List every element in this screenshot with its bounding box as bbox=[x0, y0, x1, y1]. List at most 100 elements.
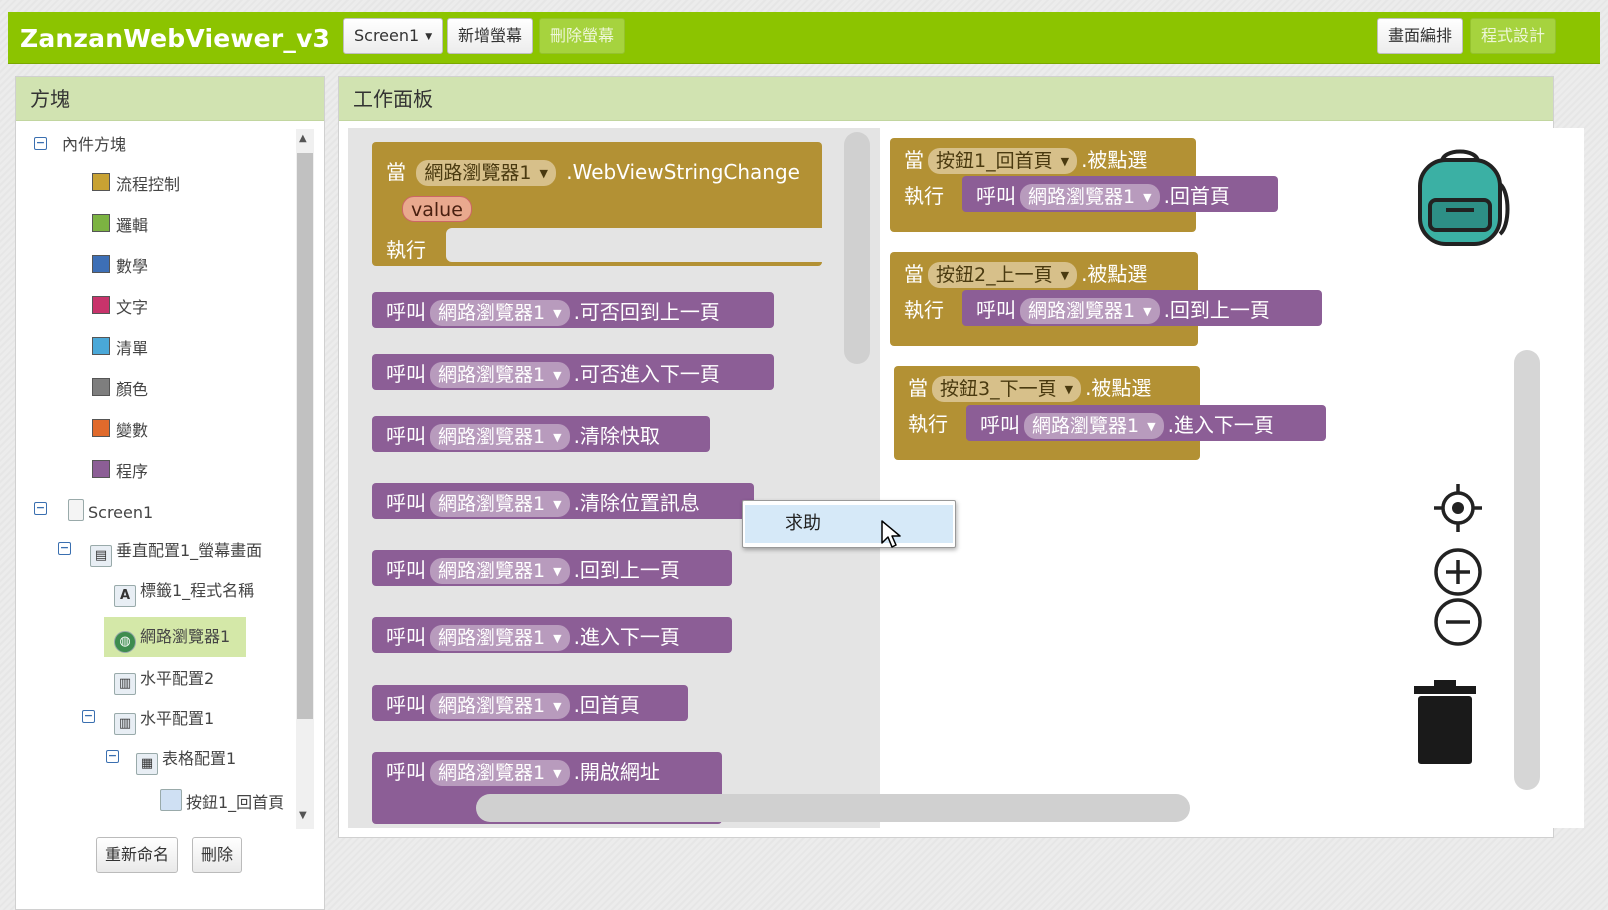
screen-select[interactable]: Screen1▼ bbox=[343, 18, 444, 54]
method-name: .進入下一頁 bbox=[1167, 413, 1274, 437]
method-call-block[interactable]: 呼叫網路瀏覽器1▼.回到上一頁 bbox=[962, 290, 1322, 326]
component-dropdown[interactable]: 網路瀏覽器1▼ bbox=[430, 424, 570, 450]
horizontal-arrangement-icon: ▥ bbox=[114, 713, 136, 735]
param-value[interactable]: value bbox=[402, 196, 472, 222]
app-title: ZanzanWebViewer_v3 bbox=[20, 24, 331, 53]
component-dropdown[interactable]: 網路瀏覽器1▼ bbox=[430, 760, 570, 786]
component-name: 網路瀏覽器1 bbox=[438, 302, 546, 324]
blocks-workspace[interactable]: 當 網路瀏覽器1▼ .WebViewStringChange value 執行 … bbox=[348, 128, 1584, 828]
zoom-out-icon[interactable] bbox=[1432, 596, 1484, 648]
delete-button[interactable]: 刪除 bbox=[192, 837, 243, 873]
method-name: .可否進入下一頁 bbox=[573, 362, 720, 386]
collapse-icon[interactable]: − bbox=[58, 541, 71, 555]
category-math[interactable]: 數學 bbox=[92, 255, 148, 279]
button-name: 按鈕1_回首頁 bbox=[936, 150, 1053, 172]
component-name: 網路瀏覽器1 bbox=[438, 426, 546, 448]
collapse-icon[interactable]: − bbox=[34, 501, 47, 515]
workspace-hscrollbar[interactable] bbox=[476, 794, 1190, 822]
builtin-blocks-label[interactable]: 內件方塊 bbox=[62, 135, 127, 154]
tree-vertical-arrangement[interactable]: ▤垂直配置1_螢幕畫面 bbox=[90, 539, 262, 567]
component-dropdown[interactable]: 網路瀏覽器1▼ bbox=[430, 362, 570, 388]
button-dropdown[interactable]: 按鈕1_回首頁▼ bbox=[928, 148, 1078, 174]
tree-label: 水平配置2 bbox=[140, 669, 215, 688]
tree-button1[interactable]: 按鈕1_回首頁 bbox=[160, 789, 284, 813]
method-call-block[interactable]: 呼叫網路瀏覽器1▼.清除快取 bbox=[372, 416, 710, 452]
category-logic[interactable]: 邏輯 bbox=[92, 214, 148, 238]
category-label: 清單 bbox=[116, 339, 149, 358]
mouse-cursor-icon bbox=[881, 520, 901, 548]
remove-screen-button[interactable]: 刪除螢幕 bbox=[539, 18, 626, 54]
tree-label: Screen1 bbox=[88, 503, 154, 522]
component-dropdown[interactable]: 網路瀏覽器1▼ bbox=[1024, 413, 1164, 439]
scroll-down-icon[interactable]: ▼ bbox=[299, 810, 307, 821]
tree-label: 水平配置1 bbox=[140, 709, 215, 728]
method-call-block[interactable]: 呼叫網路瀏覽器1▼.回首頁 bbox=[962, 176, 1278, 212]
do-label: 執行 bbox=[908, 412, 948, 436]
component-name: 網路瀏覽器1 bbox=[438, 560, 546, 582]
flyout-scrollbar[interactable] bbox=[844, 132, 870, 364]
category-colors[interactable]: 顏色 bbox=[92, 378, 148, 402]
category-lists[interactable]: 清單 bbox=[92, 337, 148, 361]
category-variables[interactable]: 變數 bbox=[92, 419, 148, 443]
method-call-block[interactable]: 呼叫網路瀏覽器1▼.可否進入下一頁 bbox=[372, 354, 774, 390]
method-call-block[interactable]: 呼叫網路瀏覽器1▼.清除位置訊息 bbox=[372, 483, 754, 519]
method-name: .回首頁 bbox=[1163, 184, 1230, 208]
call-label: 呼叫 bbox=[386, 491, 426, 515]
method-call-block[interactable]: 呼叫網路瀏覽器1▼.回首頁 bbox=[372, 685, 688, 721]
component-dropdown[interactable]: 網路瀏覽器1▼ bbox=[1020, 298, 1160, 324]
component-dropdown[interactable]: 網路瀏覽器1▼ bbox=[430, 491, 570, 517]
webviewstring-event-block[interactable]: 當 網路瀏覽器1▼ .WebViewStringChange value 執行 bbox=[372, 142, 822, 266]
button-icon bbox=[160, 789, 182, 811]
event-name: .被點選 bbox=[1081, 262, 1148, 286]
chevron-down-icon: ▼ bbox=[1143, 191, 1152, 204]
collapse-icon[interactable]: − bbox=[82, 709, 95, 723]
collapse-icon[interactable]: − bbox=[106, 749, 119, 763]
chevron-down-icon: ▼ bbox=[553, 307, 562, 320]
collapse-icon[interactable]: − bbox=[34, 136, 47, 150]
add-screen-button[interactable]: 新增螢幕 bbox=[447, 18, 534, 54]
zoom-in-icon[interactable] bbox=[1432, 546, 1484, 598]
horizontal-arrangement-icon: ▥ bbox=[114, 673, 136, 695]
chevron-down-icon: ▼ bbox=[1143, 305, 1152, 318]
category-text[interactable]: 文字 bbox=[92, 296, 148, 320]
designer-button[interactable]: 畫面編排 bbox=[1377, 18, 1464, 54]
method-call-block[interactable]: 呼叫網路瀏覽器1▼.可否回到上一頁 bbox=[372, 292, 774, 328]
screen-select-label: Screen1 bbox=[354, 26, 420, 45]
tree-webviewer[interactable]: ◍網路瀏覽器1 bbox=[114, 625, 230, 653]
recenter-icon[interactable] bbox=[1432, 482, 1484, 534]
do-label: 執行 bbox=[904, 184, 944, 208]
tree-horizontal2[interactable]: ▥水平配置2 bbox=[114, 667, 215, 695]
trash-icon[interactable] bbox=[1412, 680, 1478, 766]
button-dropdown[interactable]: 按鈕3_下一頁▼ bbox=[932, 376, 1082, 402]
call-label: 呼叫 bbox=[386, 300, 426, 324]
category-control[interactable]: 流程控制 bbox=[92, 173, 180, 197]
method-call-block[interactable]: 呼叫網路瀏覽器1▼.回到上一頁 bbox=[372, 550, 732, 586]
button-dropdown[interactable]: 按鈕2_上一頁▼ bbox=[928, 262, 1078, 288]
method-name: .回到上一頁 bbox=[573, 558, 680, 582]
method-call-block[interactable]: 呼叫網路瀏覽器1▼.進入下一頁 bbox=[372, 617, 732, 653]
method-call-block[interactable]: 呼叫網路瀏覽器1▼.進入下一頁 bbox=[966, 405, 1326, 441]
chevron-down-icon: ▼ bbox=[553, 700, 562, 713]
context-help-item[interactable]: 求助 bbox=[745, 505, 953, 543]
component-dropdown[interactable]: 網路瀏覽器1▼ bbox=[416, 160, 556, 186]
backpack-icon[interactable] bbox=[1408, 144, 1512, 248]
component-dropdown[interactable]: 網路瀏覽器1▼ bbox=[430, 558, 570, 584]
component-dropdown[interactable]: 網路瀏覽器1 ▼ bbox=[430, 300, 570, 326]
tree-screen1[interactable]: Screen1 bbox=[68, 499, 153, 523]
component-dropdown[interactable]: 網路瀏覽器1▼ bbox=[1020, 184, 1160, 210]
category-procedures[interactable]: 程序 bbox=[92, 460, 148, 484]
blocks-editor-button[interactable]: 程式設計 bbox=[1470, 18, 1557, 54]
button-name: 按鈕3_下一頁 bbox=[940, 378, 1057, 400]
scroll-up-icon[interactable]: ▲ bbox=[299, 133, 307, 144]
component-dropdown[interactable]: 網路瀏覽器1▼ bbox=[430, 693, 570, 719]
component-dropdown[interactable]: 網路瀏覽器1▼ bbox=[430, 625, 570, 651]
category-label: 邏輯 bbox=[116, 216, 149, 235]
tree-scrollbar-thumb[interactable] bbox=[297, 153, 313, 719]
category-label: 顏色 bbox=[116, 380, 149, 399]
rename-button[interactable]: 重新命名 bbox=[96, 837, 179, 873]
workspace-vscrollbar[interactable] bbox=[1514, 350, 1540, 790]
tree-table-arrangement[interactable]: ▦表格配置1 bbox=[136, 747, 236, 775]
tree-horizontal1[interactable]: ▥水平配置1 bbox=[114, 707, 215, 735]
do-label: 執行 bbox=[904, 298, 944, 322]
